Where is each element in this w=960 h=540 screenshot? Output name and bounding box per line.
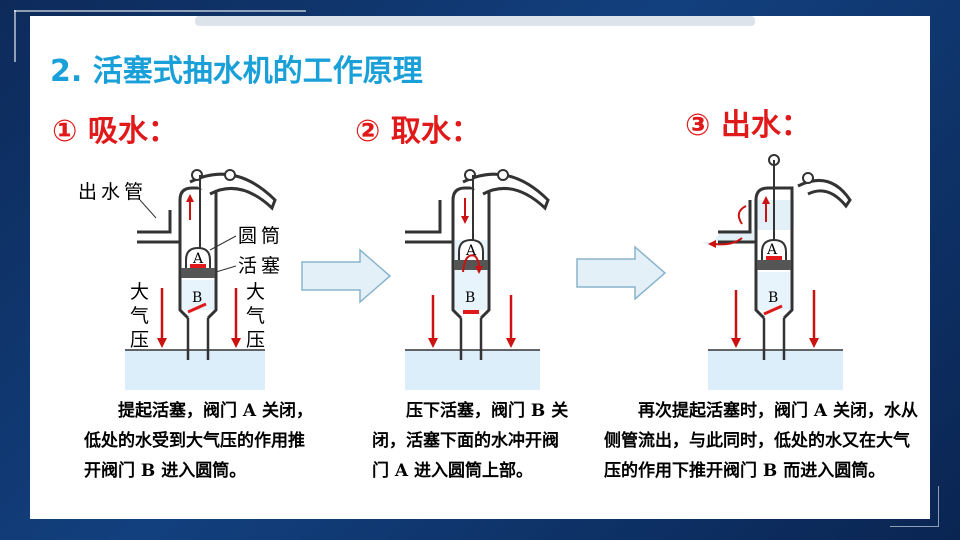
pump-handle [189, 172, 277, 211]
step-2-description: 压下活塞，阀门 B 关闭，活塞下面的水冲开阀门 A 进入圆筒上部。 [372, 401, 569, 481]
atm-label-right-2: 气 [246, 305, 265, 327]
cylinder-dome [761, 238, 787, 260]
handle-pivot [224, 169, 236, 181]
cylinder-water [182, 280, 214, 310]
inlet-pipe [459, 318, 483, 360]
slide-top-tab [195, 16, 755, 26]
valve-b-flap [763, 304, 783, 316]
pump-head [178, 186, 218, 242]
piston [454, 260, 488, 270]
pump-head [451, 186, 491, 242]
slide-title: 2. 活塞式抽水机的工作原理 [50, 54, 423, 89]
background-frame-line [14, 10, 306, 12]
valve-b-seal [463, 310, 479, 314]
water-flow-arrowhead [475, 266, 483, 274]
pressure-arrow-right [506, 295, 516, 348]
handle-pivot [802, 172, 814, 184]
outflow-arrow [713, 205, 747, 246]
cylinder-wall [178, 242, 218, 320]
water-flow-arrow [462, 254, 480, 273]
inlet-pipe [762, 318, 786, 360]
step-1-heading: ① 吸水： [52, 114, 178, 149]
step-2-heading: ② 取水： [355, 114, 481, 149]
pump-diagram-2: A B [405, 169, 550, 390]
pump-head [754, 186, 794, 242]
cylinder-label: 圆筒 [238, 225, 284, 247]
inlet-pipe [186, 318, 210, 360]
pump-diagram-1: A B 出水管 圆筒 活塞 大 气 压 大 气 压 [78, 169, 284, 390]
outlet-pipe [137, 210, 180, 244]
piston-up-arrow [762, 196, 770, 222]
water-pool [125, 350, 265, 390]
valve-b-label: B [465, 290, 475, 306]
next-step-arrow [576, 245, 667, 301]
outlet-pipe-label: 出水管 [78, 181, 147, 203]
valve-a-label: A [766, 242, 778, 258]
valve-a-seal [766, 256, 782, 260]
label-pointer [215, 265, 237, 273]
background-frame-line [890, 486, 939, 527]
pump-handle [462, 172, 550, 211]
atm-label-right-3: 压 [246, 329, 265, 351]
valve-b-flap [187, 302, 207, 314]
valve-a-seal [190, 264, 206, 268]
cylinder-dome [185, 246, 211, 268]
outlet-water [702, 200, 794, 246]
handle-pivot [497, 169, 509, 181]
atm-label-right-1: 大 [246, 281, 265, 303]
atm-label-left-3: 压 [130, 329, 149, 351]
valve-a-label: A [192, 251, 204, 267]
piston [181, 268, 215, 278]
cylinder-wall [754, 242, 794, 320]
pressure-arrow-left [157, 288, 167, 348]
cylinder-water [758, 272, 790, 310]
valve-b-label: B [192, 290, 202, 306]
pump-diagram-3: A B [702, 154, 852, 390]
cylinder-dome [458, 238, 484, 260]
label-pointer [209, 235, 237, 251]
pump-handle [797, 178, 852, 209]
step-3-description: 再次提起活塞时，阀门 A 关闭，水从侧管流出，与此同时，低处的水又在大气压的作用… [604, 401, 919, 481]
step-1-description: 提起活塞，阀门 A 关闭，低处的水受到大气压的作用推开阀门 B 进入圆筒。 [84, 401, 314, 481]
piston-label: 活塞 [238, 255, 284, 277]
cylinder-wall [451, 242, 491, 320]
pressure-arrow-right [231, 288, 241, 348]
outlet-pipe [405, 200, 453, 244]
atm-label-left-1: 大 [130, 281, 149, 303]
label-pointer [139, 199, 157, 219]
next-step-arrow [301, 248, 392, 304]
pressure-arrow-left [428, 295, 438, 348]
water-pool [708, 350, 843, 390]
piston-up-arrow [186, 194, 194, 220]
outflow-arrowhead [708, 240, 716, 248]
pressure-arrow-left [731, 290, 741, 348]
background-frame-line [14, 10, 16, 62]
pressure-arrow-right [809, 290, 819, 348]
water-pool [405, 350, 540, 390]
piston [757, 260, 791, 270]
atm-label-left-2: 气 [130, 305, 149, 327]
valve-b-label: B [768, 290, 778, 306]
piston-down-arrow [461, 198, 469, 224]
step-3-heading: ③ 出水： [685, 108, 811, 143]
